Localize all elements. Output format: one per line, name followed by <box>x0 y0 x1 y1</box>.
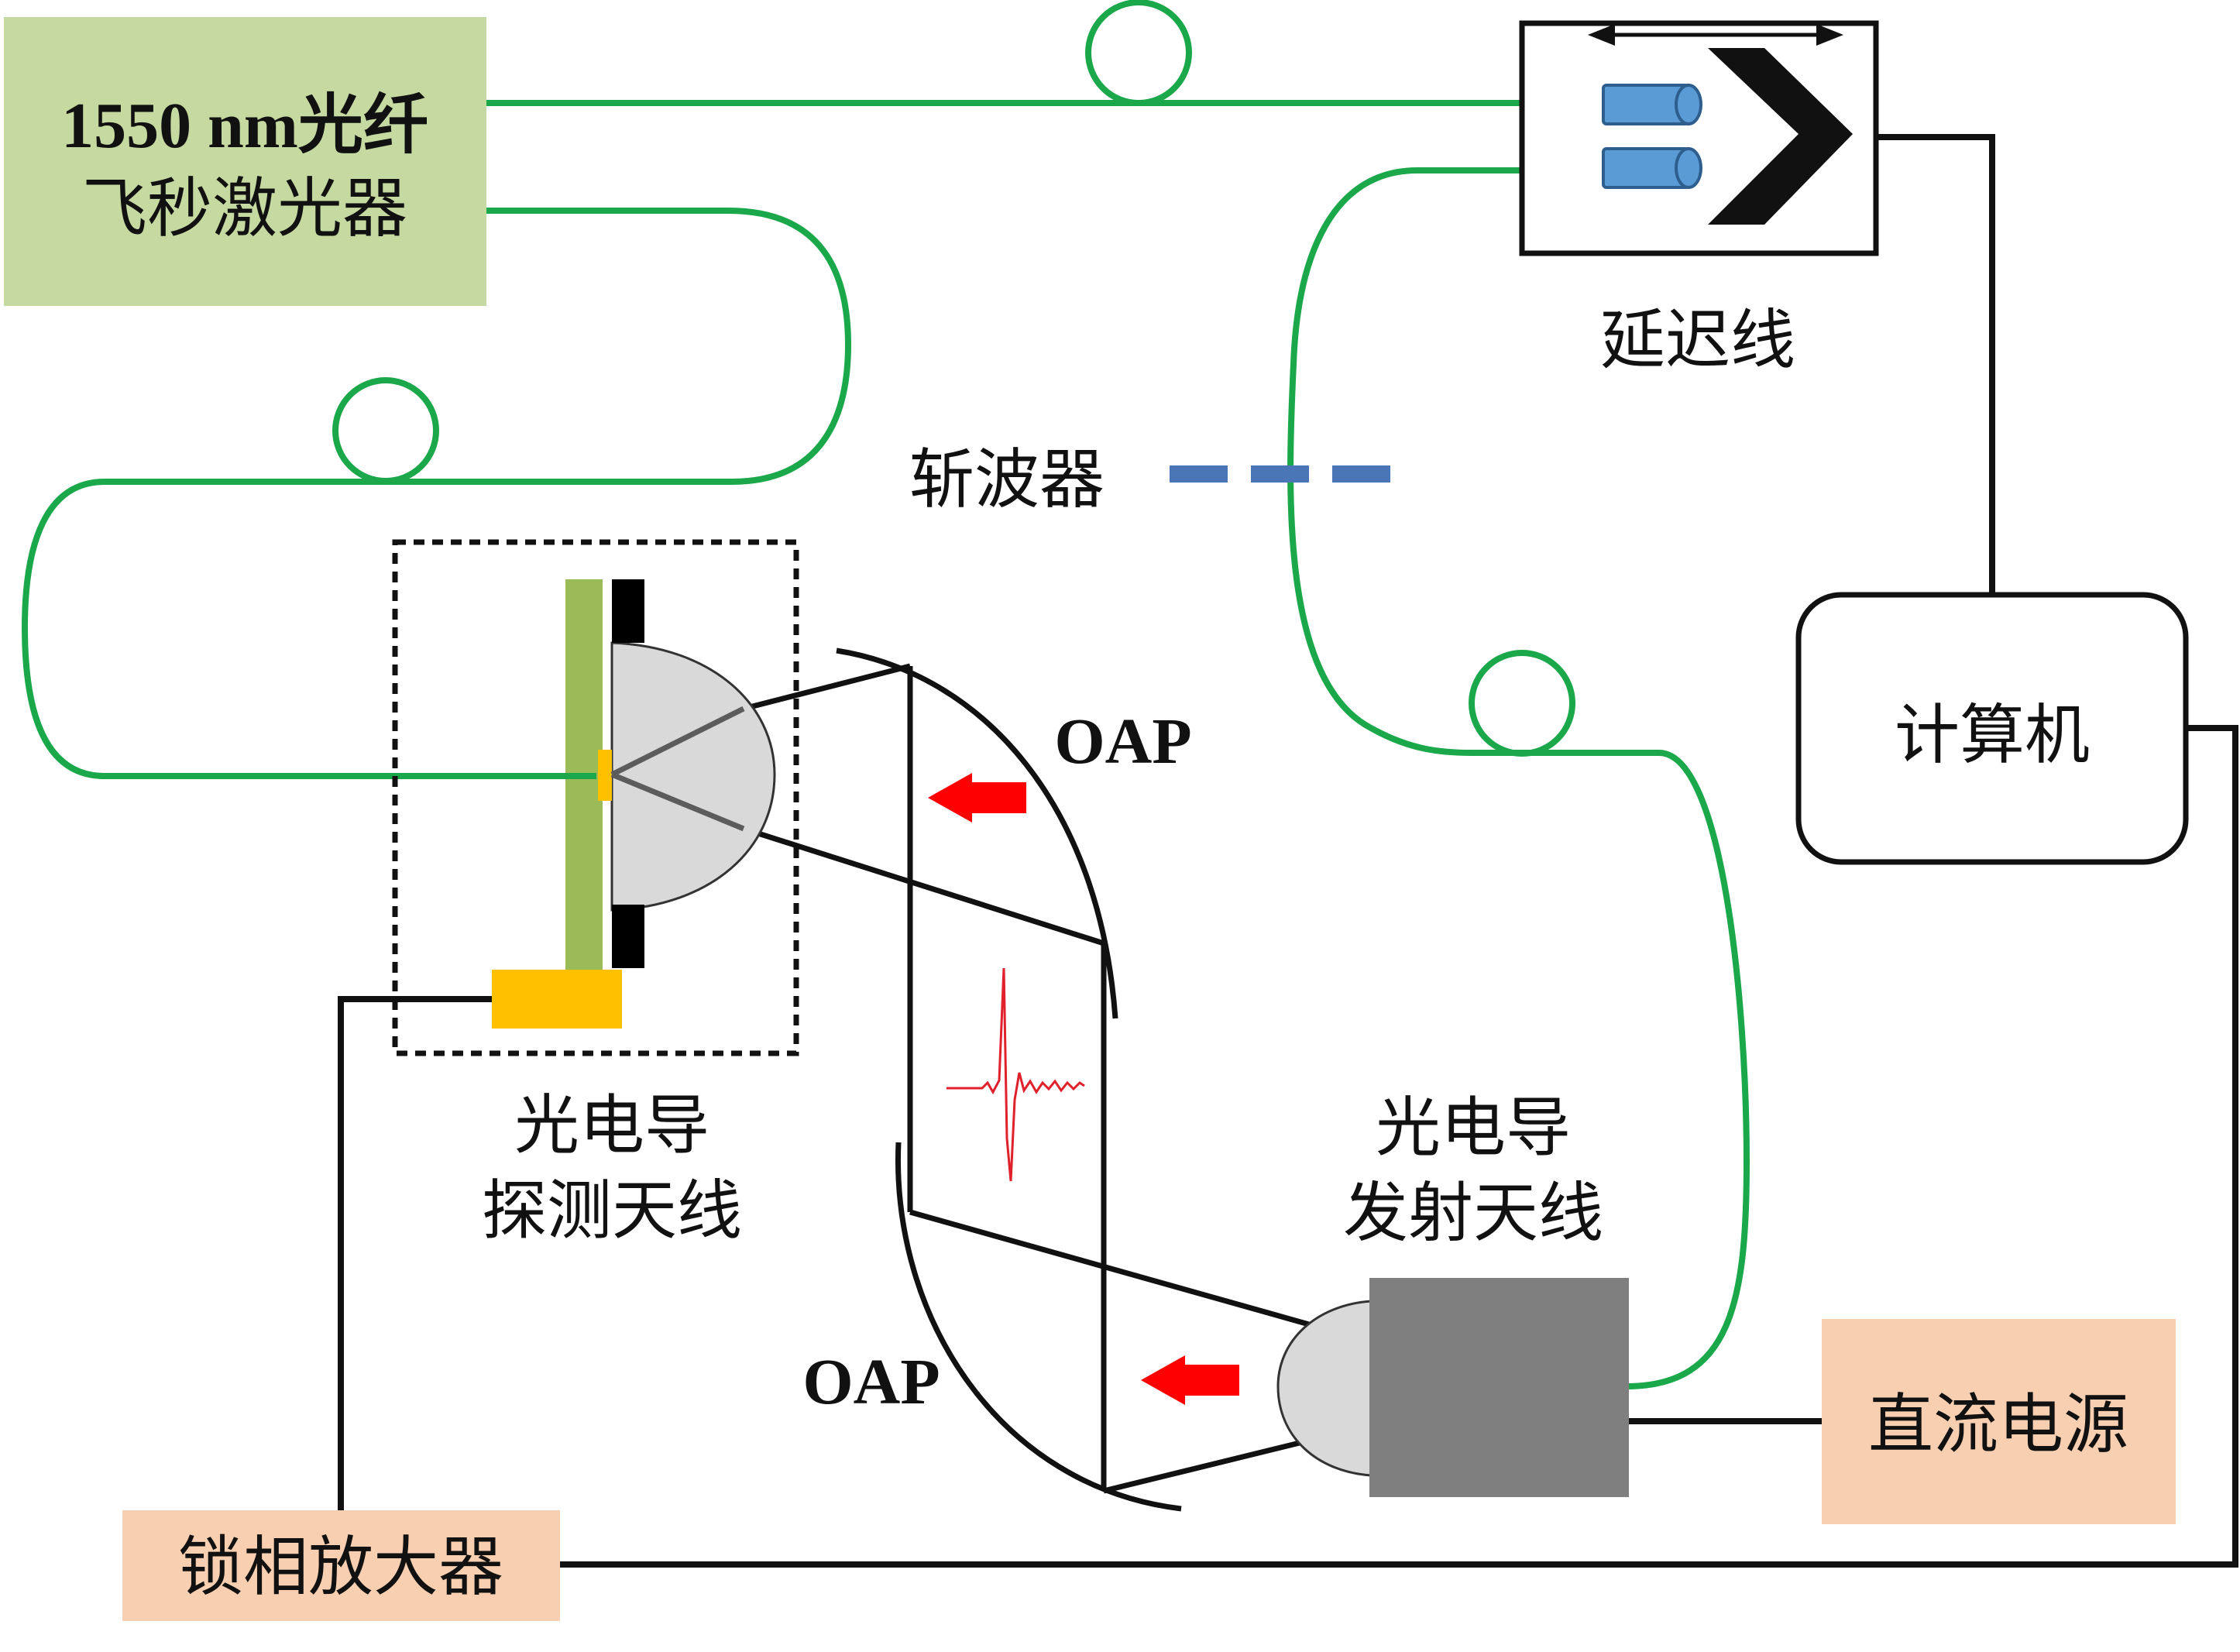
beam-focus-bottom-in <box>742 826 1105 946</box>
fiber-coil-right <box>1469 650 1575 757</box>
collimator-top-end <box>1675 84 1702 125</box>
detector-pad <box>492 970 622 1029</box>
wire-detector-to-lockin <box>338 996 492 1510</box>
detector-chip <box>598 750 612 801</box>
fiber-coil-left <box>332 377 439 484</box>
detector-dotted-box <box>392 539 799 1056</box>
beam-focus-top-in <box>743 663 911 712</box>
oap-mirror-bottom <box>895 1142 1182 1512</box>
retroreflector-icon <box>1708 48 1853 225</box>
detector-holder-top <box>612 579 644 643</box>
emitter-lens <box>1276 1300 1373 1477</box>
fiber-delay-to-emitter <box>1287 167 1750 1389</box>
emitter-box <box>1369 1278 1629 1497</box>
dc-supply-box <box>1822 1319 2176 1524</box>
emitter-label-line2: 发射天线 <box>1343 1175 1603 1251</box>
computer-box <box>1795 592 2189 865</box>
oap-label-bottom: OAP <box>802 1346 940 1418</box>
dc-power-supply: 直流电源 <box>1822 1319 2176 1524</box>
detector-ray-bottom <box>610 771 745 832</box>
arrowhead-left-icon <box>1588 24 1615 46</box>
chopper: 斩波器 <box>909 441 1398 517</box>
dc-supply-label: 直流电源 <box>1868 1386 2128 1462</box>
detector-label-line1: 光电导 <box>514 1087 709 1163</box>
beam-emit-bottom <box>1103 1437 1310 1494</box>
collimator-bottom-end <box>1675 147 1702 189</box>
femtosecond-laser: 1550 nm光纤 飞秒激光器 <box>4 17 486 306</box>
detector-label-line2: 探测天线 <box>482 1173 742 1248</box>
computer-label: 计算机 <box>1895 697 2090 773</box>
wire-delay-to-computer <box>1876 134 1995 595</box>
chopper-label: 斩波器 <box>909 441 1105 517</box>
detector-ray-top <box>610 706 745 778</box>
laser-box <box>4 17 486 306</box>
detector-lens <box>610 641 776 912</box>
delay-line-label: 延迟线 <box>1600 302 1795 378</box>
lockin-amplifier: 锁相放大器 <box>122 1510 560 1621</box>
emitter-label-line1: 光电导 <box>1376 1090 1571 1166</box>
optical-fibers <box>21 0 1750 1389</box>
emitter-antenna: 光电导 发射天线 <box>1276 1090 1629 1497</box>
detector-holder-bottom <box>612 905 644 968</box>
computer: 计算机 <box>1795 592 2189 865</box>
arrow-left-icon-upper <box>928 773 1026 823</box>
electrical-wires <box>338 134 2238 1568</box>
beam-emit-top <box>909 1209 1310 1327</box>
fiber-coil-top <box>1085 0 1192 106</box>
detector-antenna: 光电导 探测天线 <box>392 539 799 1248</box>
laser-label-line2: 飞秒激光器 <box>82 170 407 246</box>
arrowhead-right-icon <box>1816 24 1843 46</box>
lockin-box <box>122 1510 560 1621</box>
fiber-laser-to-detector <box>21 208 852 779</box>
lockin-label: 锁相放大器 <box>178 1529 503 1605</box>
delay-line: 延迟线 <box>1519 20 1879 378</box>
arrow-left-icon-lower <box>1141 1355 1239 1405</box>
laser-label-line1: 1550 nm光纤 <box>61 90 428 162</box>
wire-computer-to-lockin <box>560 725 2238 1568</box>
oap-label-top: OAP <box>1054 706 1191 778</box>
thz-pulse-waveform-icon <box>947 967 1085 1182</box>
